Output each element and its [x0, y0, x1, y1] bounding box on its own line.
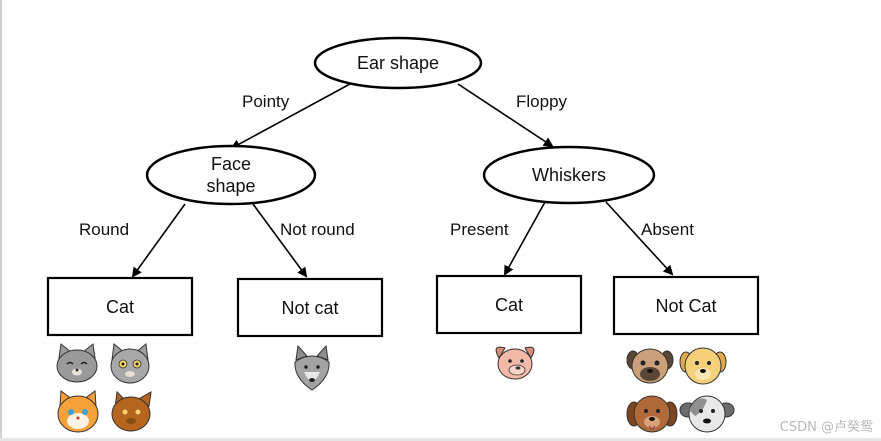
leaf-box-not-cat-right: [612, 275, 760, 336]
gray-tabby-cat-icon: [110, 343, 150, 384]
edge-whiskers-to-leaf4: [605, 201, 674, 276]
face-shape-node-label-line1: Face: [211, 154, 251, 174]
leaf-box-cat-right: [435, 274, 583, 335]
pug-dog-icon: [626, 348, 674, 384]
brown-dog-icon: [626, 395, 678, 433]
edge-label-absent: Absent: [641, 220, 694, 239]
bottom-edge-bar: [0, 438, 881, 441]
edge-face-to-leaf1: [131, 203, 186, 278]
leaf-box-cat-left: [46, 276, 194, 337]
leaf-label-cat-right: Cat: [495, 295, 523, 315]
orange-cat-icon: [57, 390, 99, 433]
leaf-label-not-cat-right: Not Cat: [655, 296, 716, 316]
root-node-ellipse: [313, 36, 483, 90]
yellow-dog-icon: [679, 347, 727, 385]
whiskers-node-ellipse: [482, 145, 656, 205]
pink-pig-dog-icon: [495, 346, 535, 380]
edge-face-to-leaf2: [252, 203, 308, 278]
leaf-label-cat-left: Cat: [106, 297, 134, 317]
edge-label-pointy: Pointy: [242, 92, 290, 111]
leaf-box-not-cat-left: [236, 277, 384, 338]
watermark: CSDN @卢癸鸳: [779, 420, 873, 435]
leaf-label-not-cat-left: Not cat: [281, 298, 338, 318]
edge-whiskers-to-leaf3: [504, 201, 546, 276]
gray-cat-icon: [56, 343, 98, 383]
edge-root-to-whiskers: [457, 83, 554, 148]
edge-label-floppy: Floppy: [516, 92, 568, 111]
gray-white-dog-icon: [679, 395, 735, 433]
edge-root-to-face: [230, 83, 351, 149]
brown-cat-icon: [111, 390, 152, 432]
whiskers-node-label: Whiskers: [532, 165, 606, 185]
edge-label-round: Round: [79, 220, 129, 239]
face-shape-node-ellipse: [145, 144, 317, 206]
root-node-label: Ear shape: [357, 53, 439, 73]
face-shape-node-label-line2: shape: [206, 176, 255, 196]
left-edge-bar: [0, 0, 2, 441]
edge-label-not-round: Not round: [280, 220, 355, 239]
edge-label-present: Present: [450, 220, 509, 239]
gray-wolf-dog-icon: [294, 344, 330, 391]
